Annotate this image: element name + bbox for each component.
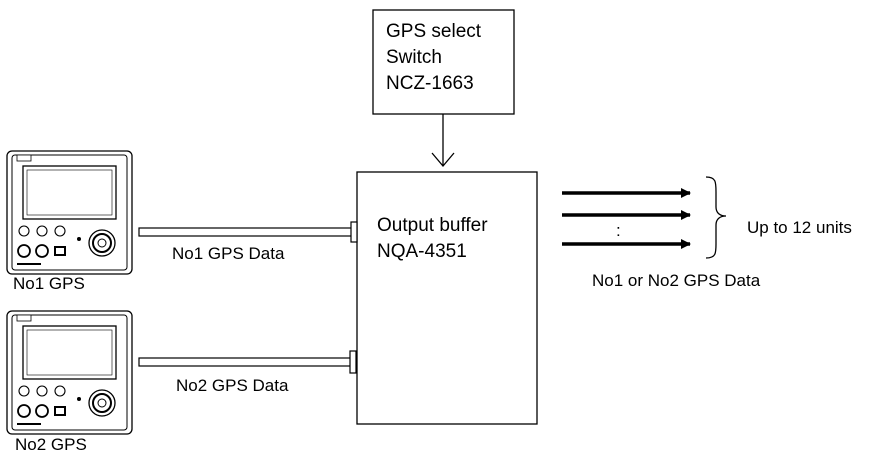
no1-gps-data-label: No1 GPS Data <box>172 244 285 263</box>
gps-select-switch-label: GPS select Switch NCZ-1663 <box>386 19 481 97</box>
no1-gps-data-cable <box>138 221 358 243</box>
curly-brace-icon <box>705 176 727 259</box>
output-buffer-label: Output buffer NQA-4351 <box>377 213 488 265</box>
buffer-label-line1: Output buffer <box>377 215 488 236</box>
switch-label-line1: GPS select <box>386 21 482 42</box>
units-count-label: Up to 12 units <box>747 218 852 237</box>
no1-gps-label: No1 GPS <box>13 274 85 293</box>
switch-label-line2: Switch <box>386 47 442 68</box>
no2-gps-device-icon <box>6 310 133 435</box>
output-buffer-box <box>356 171 538 425</box>
no2-gps-label: No2 GPS <box>15 435 87 454</box>
gps-select-switch-box <box>372 9 515 115</box>
output-data-label: No1 or No2 GPS Data <box>592 271 761 290</box>
switch-label-line3: NCZ-1663 <box>386 73 474 94</box>
no2-gps-data-cable <box>138 350 357 374</box>
no2-gps-data-label: No2 GPS Data <box>176 376 289 395</box>
output-ellipsis-colon: : <box>616 221 621 240</box>
no1-gps-device-icon <box>6 150 133 275</box>
buffer-label-line2: NQA-4351 <box>377 241 467 262</box>
switch-to-buffer-arrow <box>431 114 455 168</box>
